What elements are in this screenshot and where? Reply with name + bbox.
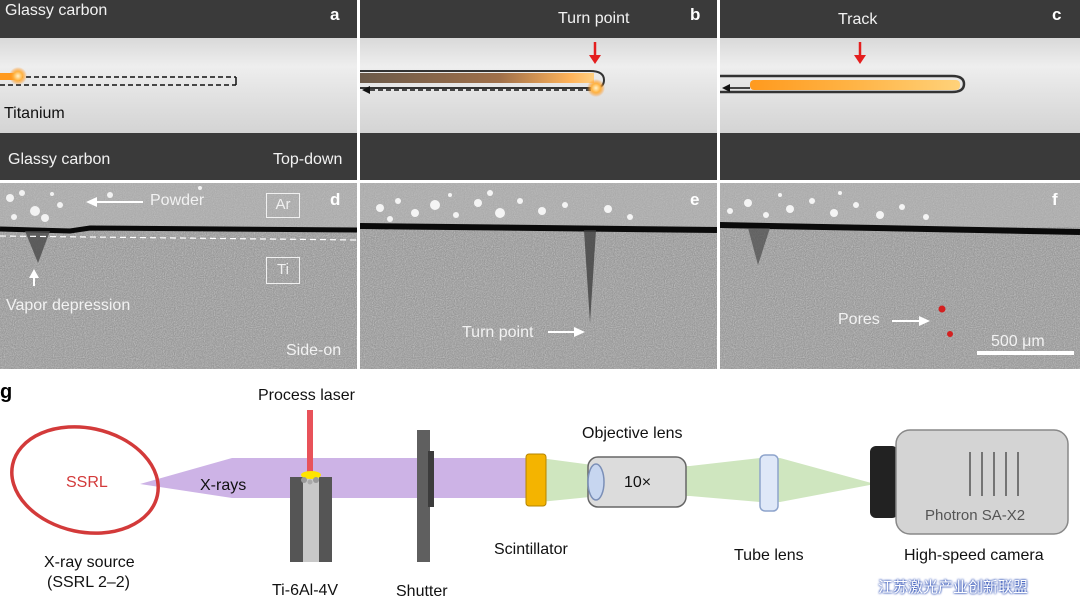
- panel-letter-g: g: [0, 381, 13, 403]
- label-ssrl-beamline: (SSRL 2–2): [47, 574, 130, 591]
- label-scalebar: 500 μm: [991, 333, 1045, 350]
- panel-f: Pores 500 μm f: [720, 183, 1080, 369]
- setup-schematic: [10, 410, 1069, 562]
- label-titanium: Titanium: [4, 105, 65, 122]
- label-high-speed-camera: High-speed camera: [904, 547, 1044, 564]
- label-ti-box: Ti: [266, 257, 300, 284]
- scale-bar: [977, 351, 1074, 355]
- ssrl-ring: [10, 425, 160, 535]
- scintillator-crystal: [525, 453, 547, 507]
- panel-letter-e: e: [690, 190, 700, 209]
- label-scintillator: Scintillator: [494, 541, 568, 558]
- label-xrays: X-rays: [200, 477, 247, 494]
- tube-lens-element: [759, 454, 779, 512]
- label-objective-lens: Objective lens: [582, 425, 683, 442]
- panel-letter-a: a: [330, 5, 340, 24]
- label-tube-lens: Tube lens: [734, 547, 804, 564]
- annotation-turn-point-bottom: Turn point: [462, 324, 534, 341]
- panel-c-image: [720, 38, 1080, 133]
- label-view-side-on: Side-on: [286, 342, 342, 359]
- label-camera-model: Photron SA-X2: [925, 507, 1026, 524]
- panel-d: Powder Ar Ti Vapor depression Side-on d: [0, 183, 357, 369]
- shutter-plate: [417, 430, 430, 562]
- panel-letter-b: b: [690, 5, 701, 24]
- panel-g: g SSRL Process laser X-rays X-ray source…: [0, 370, 1080, 599]
- panel-a: Glassy carbon Titanium Glassy carbon Top…: [0, 0, 357, 180]
- panel-b-image: [360, 38, 717, 133]
- label-xray-source: X-ray source: [44, 554, 135, 571]
- label-vapor-depression: Vapor depression: [6, 297, 131, 314]
- label-process-laser: Process laser: [258, 387, 355, 404]
- xray-beam: [140, 458, 530, 498]
- watermark: 江苏激光产业创新联盟: [878, 579, 1029, 596]
- label-ar-box: Ar: [266, 193, 300, 218]
- panel-e: Turn point e: [360, 183, 717, 369]
- label-glassy-carbon-top: Glassy carbon: [5, 2, 108, 19]
- annotation-track: Track: [838, 11, 878, 28]
- label-powder: Powder: [150, 192, 205, 209]
- panel-d-image: [0, 183, 357, 369]
- label-magnification: 10×: [624, 474, 652, 491]
- panel-letter-d: d: [330, 190, 341, 209]
- label-glassy-carbon-bottom: Glassy carbon: [8, 151, 111, 168]
- pore-marker-1: [938, 305, 946, 313]
- label-ti64: Ti-6Al-4V: [272, 582, 339, 599]
- label-shutter: Shutter: [396, 583, 448, 599]
- panel-letter-c: c: [1052, 5, 1062, 24]
- camera-lens: [870, 446, 898, 518]
- pore-marker-2: [947, 331, 953, 337]
- panel-e-image: [360, 183, 717, 369]
- panel-a-image: [0, 38, 357, 133]
- panel-letter-f: f: [1052, 190, 1058, 209]
- label-view-top-down: Top-down: [273, 151, 343, 168]
- annotation-turn-point-top: Turn point: [558, 10, 630, 27]
- panel-c: Track c: [720, 0, 1080, 180]
- panel-f-image: [720, 183, 1080, 369]
- label-pores: Pores: [838, 311, 880, 328]
- label-ssrl: SSRL: [66, 474, 108, 491]
- process-laser-beam: [307, 410, 313, 472]
- panel-b: Turn point b: [360, 0, 717, 180]
